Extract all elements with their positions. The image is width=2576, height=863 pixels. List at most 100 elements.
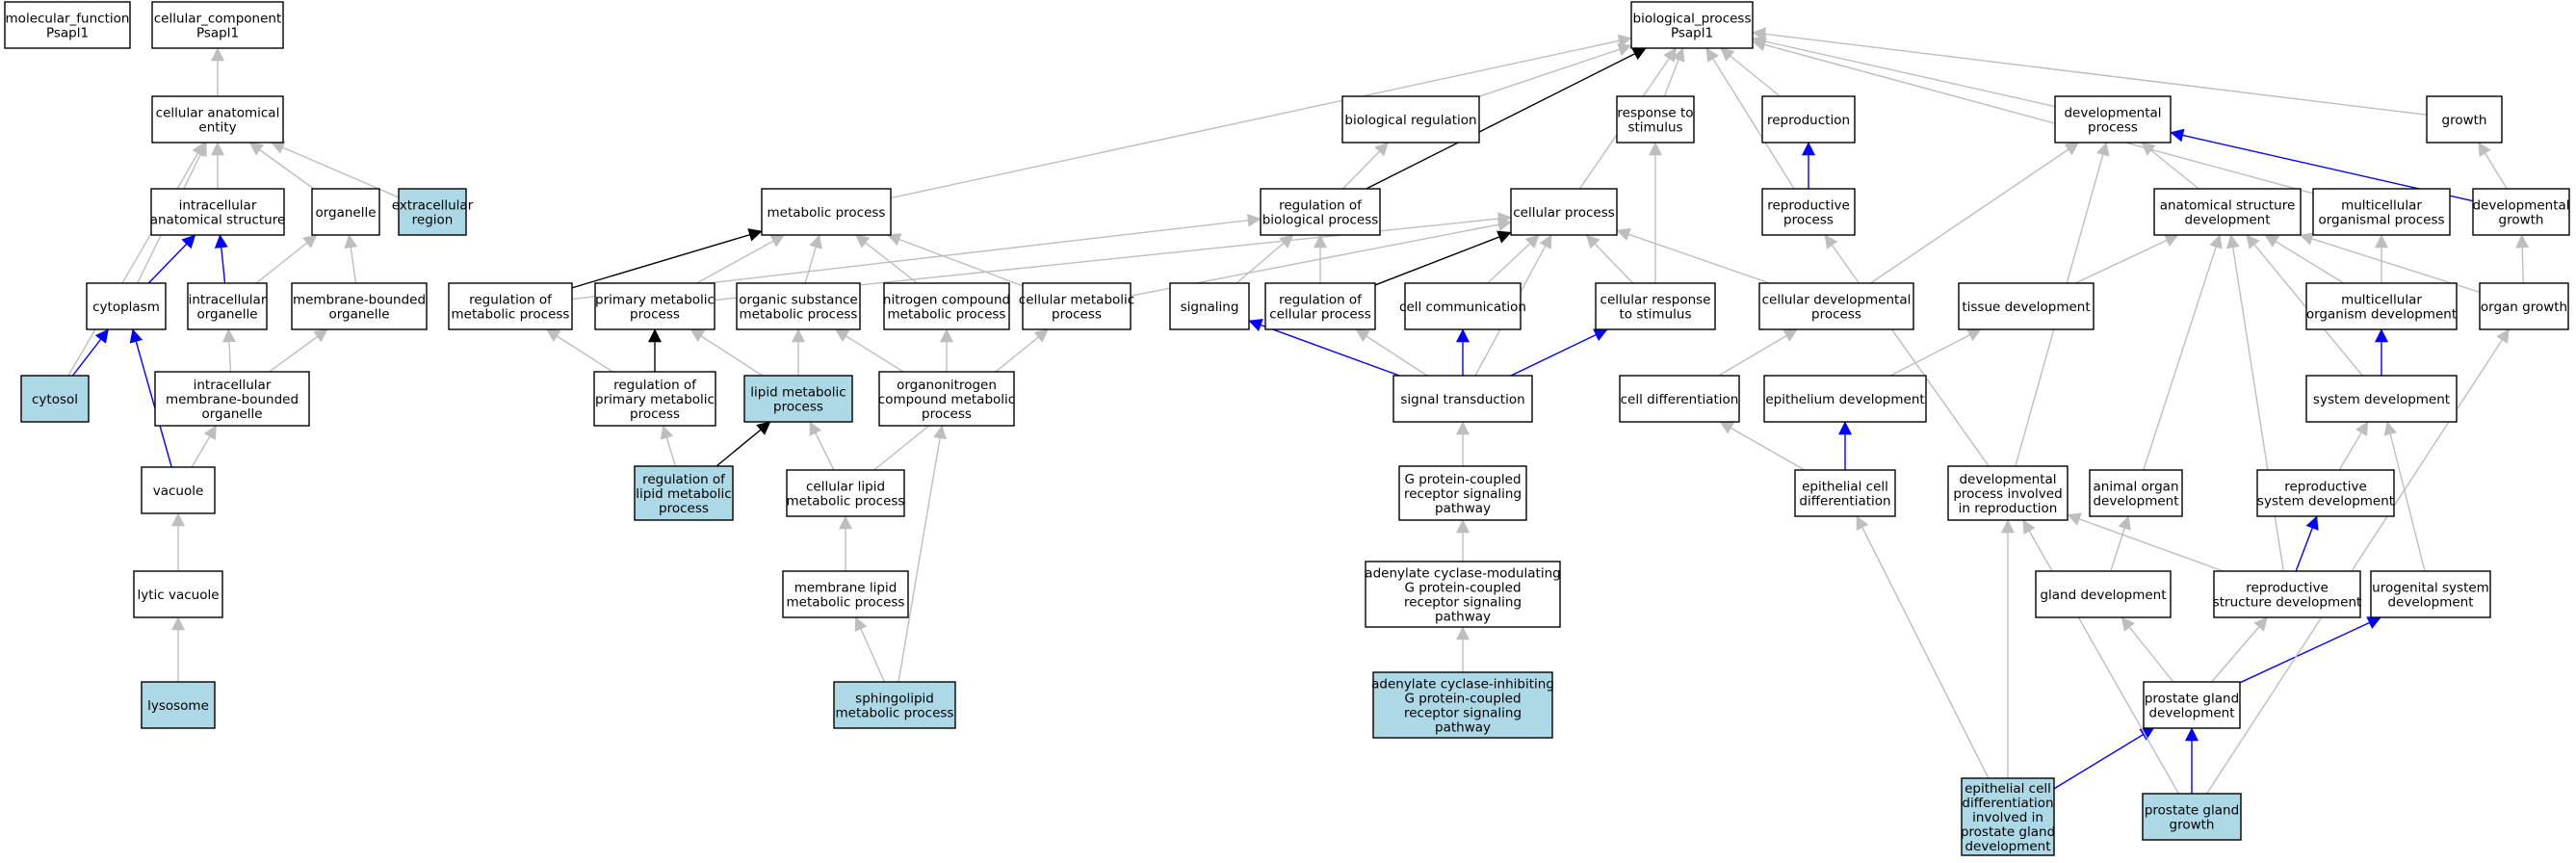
node-box xyxy=(2305,282,2458,330)
node-td[interactable]: tissue development xyxy=(1958,282,2095,330)
node-box xyxy=(2089,469,2183,517)
node-label: biological regulation xyxy=(1344,113,1476,128)
edge-cd-to-cdp xyxy=(1718,328,1798,377)
node-label: lysosome xyxy=(147,698,209,714)
node-cc2[interactable]: cell communication xyxy=(1399,282,1526,330)
node-box xyxy=(398,188,467,236)
edge-rbp-to-breg xyxy=(1341,142,1390,190)
edge-cdp-to-dp xyxy=(1870,142,2080,284)
node-box xyxy=(2472,188,2570,236)
node-org[interactable]: organelle xyxy=(311,188,380,236)
node-repr[interactable]: reproduction xyxy=(1761,95,1856,144)
node-ed[interactable]: epithelium development xyxy=(1763,375,1927,423)
node-st[interactable]: signal transduction xyxy=(1392,375,1533,423)
node-label: signaling xyxy=(1181,300,1239,315)
node-gd[interactable]: gland development xyxy=(2035,570,2172,618)
node-og[interactable]: organ growth xyxy=(2479,282,2569,330)
node-cd[interactable]: cell differentiation xyxy=(1619,375,1740,423)
node-box xyxy=(4,1,131,49)
node-sd[interactable]: system development xyxy=(2305,375,2458,423)
node-cyto[interactable]: cytosol xyxy=(20,375,90,423)
node-box xyxy=(141,681,216,729)
node-lv[interactable]: lytic vacuole xyxy=(133,570,223,618)
node-box xyxy=(786,469,905,517)
node-cp[interactable]: cellular process xyxy=(1510,188,1618,236)
node-box xyxy=(1958,282,2095,330)
node-label: signal transduction xyxy=(1400,392,1524,407)
node-box xyxy=(2305,375,2458,423)
node-lys[interactable]: lysosome xyxy=(141,681,216,729)
node-box xyxy=(154,371,310,427)
node-sig[interactable]: signaling xyxy=(1169,282,1250,330)
node-cyt[interactable]: cytoplasm xyxy=(86,282,167,330)
node-mp[interactable]: metabolic process xyxy=(761,188,892,236)
node-box xyxy=(761,188,892,236)
node-vac[interactable]: vacuole xyxy=(141,466,216,514)
node-gr[interactable]: growth xyxy=(2426,95,2503,144)
node-breg[interactable]: biological regulation xyxy=(1341,95,1480,144)
node-box xyxy=(593,371,716,427)
edge-lmp-to-pmp xyxy=(690,328,764,377)
edge-mbo-to-org xyxy=(344,234,358,284)
node-label: cell communication xyxy=(1399,300,1526,315)
